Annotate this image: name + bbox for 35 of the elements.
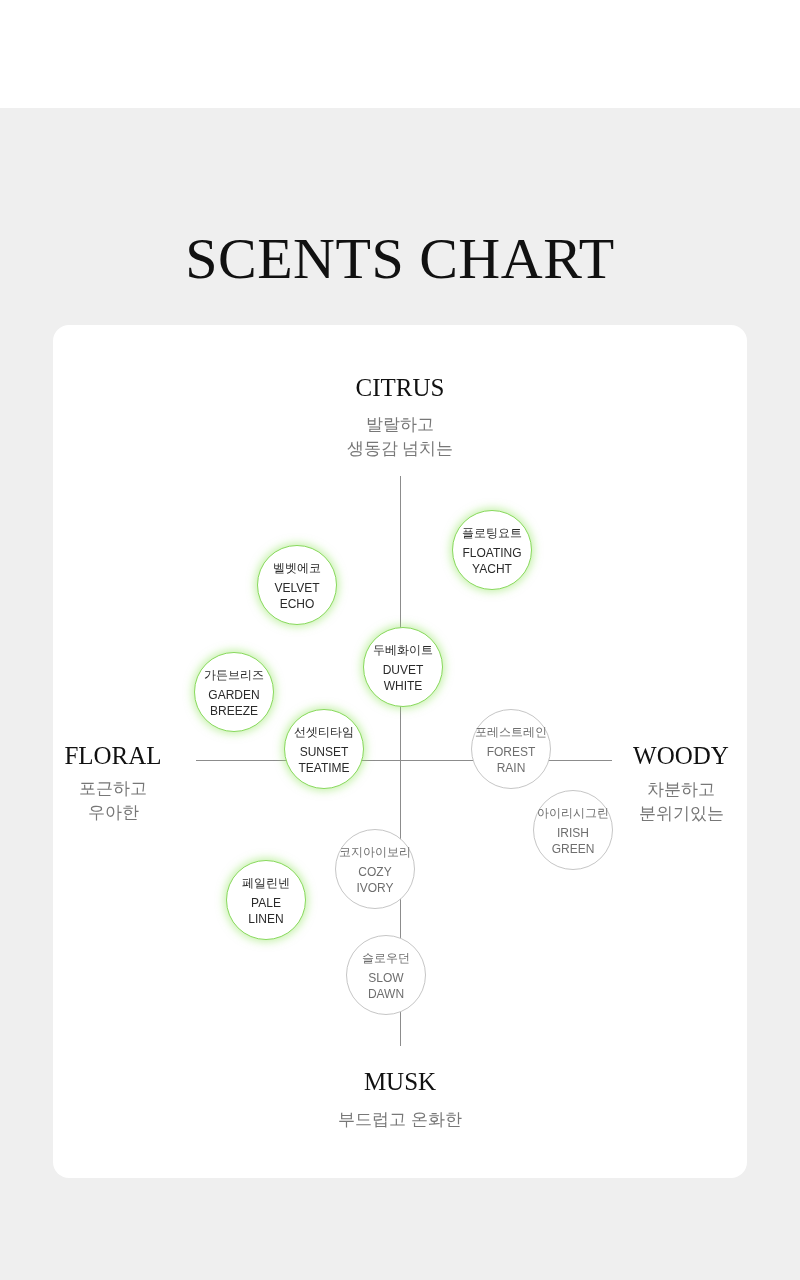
scent-circle bbox=[452, 510, 532, 590]
scent-name-korean: 슬로우던 bbox=[362, 951, 410, 965]
scent-name: FOREST RAIN bbox=[485, 744, 537, 776]
axis-label: FLORAL bbox=[63, 741, 163, 771]
scent-name-korean: 두베화이트 bbox=[373, 643, 433, 657]
axis-description: 발랄하고 생동감 넘치는 bbox=[345, 414, 455, 460]
scent-name: DUVET WHITE bbox=[381, 662, 425, 694]
scent-name: IRISH GREEN bbox=[550, 825, 596, 857]
scent-circle bbox=[257, 545, 337, 625]
axis-label: CITRUS bbox=[354, 373, 446, 403]
axis-description: 포근하고 우아한 bbox=[78, 778, 148, 824]
scent-name-korean: 포레스트레인 bbox=[475, 725, 547, 739]
scent-name-korean: 코지아이보리 bbox=[339, 845, 411, 859]
scent-name-korean: 선셋티타임 bbox=[294, 725, 354, 739]
scent-name: SLOW DAWN bbox=[366, 970, 406, 1002]
scent-name: SUNSET TEATIME bbox=[297, 744, 351, 776]
scent-name: FLOATING YACHT bbox=[461, 545, 523, 577]
axis-description: 부드럽고 온화한 bbox=[337, 1109, 463, 1131]
scent-name: GARDEN BREEZE bbox=[207, 687, 261, 719]
axis-description: 차분하고 분위기있는 bbox=[637, 779, 725, 825]
axis-label: WOODY bbox=[632, 741, 730, 771]
scent-name-korean: 벨벳에코 bbox=[273, 561, 321, 575]
scent-circle bbox=[363, 627, 443, 707]
scent-name: PALE LINEN bbox=[247, 895, 285, 927]
scent-circle bbox=[284, 709, 364, 789]
scent-name-korean: 페일린넨 bbox=[242, 876, 290, 890]
scent-name-korean: 가든브리즈 bbox=[204, 668, 264, 682]
scent-name: VELVET ECHO bbox=[273, 580, 321, 612]
scent-name-korean: 아이리시그린 bbox=[537, 806, 609, 820]
scent-name-korean: 플로팅요트 bbox=[462, 526, 522, 540]
scent-circle bbox=[226, 860, 306, 940]
scent-name: COZY IVORY bbox=[355, 864, 395, 896]
chart-title: SCENTS CHART bbox=[184, 225, 616, 293]
scent-circle bbox=[194, 652, 274, 732]
axis-label: MUSK bbox=[362, 1067, 438, 1097]
